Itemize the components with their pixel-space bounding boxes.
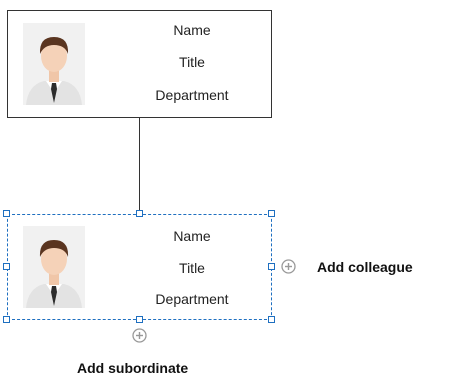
add-colleague-plus-icon[interactable] xyxy=(281,259,296,274)
node-department: Department xyxy=(155,87,229,103)
person-avatar-icon xyxy=(23,226,85,308)
add-subordinate-plus-icon[interactable] xyxy=(132,328,147,343)
node-department: Department xyxy=(155,291,229,307)
resize-handle-top-right[interactable] xyxy=(268,210,275,217)
connector-line xyxy=(139,118,140,214)
node-name: Name xyxy=(173,22,211,38)
resize-handle-bottom[interactable] xyxy=(136,316,143,323)
resize-handle-top-left[interactable] xyxy=(3,210,10,217)
org-node-manager[interactable]: Name Title Department xyxy=(7,10,272,118)
resize-handle-right[interactable] xyxy=(268,263,275,270)
add-subordinate-label[interactable]: Add subordinate xyxy=(77,360,189,376)
org-node-selected[interactable]: Name Title Department xyxy=(7,214,272,320)
person-avatar-icon xyxy=(23,23,85,105)
node-name: Name xyxy=(173,228,211,244)
add-colleague-label[interactable]: Add colleague xyxy=(317,259,413,275)
resize-handle-bottom-left[interactable] xyxy=(3,316,10,323)
node-title: Title xyxy=(179,54,205,70)
node-title: Title xyxy=(179,260,205,276)
resize-handle-bottom-right[interactable] xyxy=(268,316,275,323)
resize-handle-left[interactable] xyxy=(3,263,10,270)
resize-handle-top[interactable] xyxy=(136,210,143,217)
